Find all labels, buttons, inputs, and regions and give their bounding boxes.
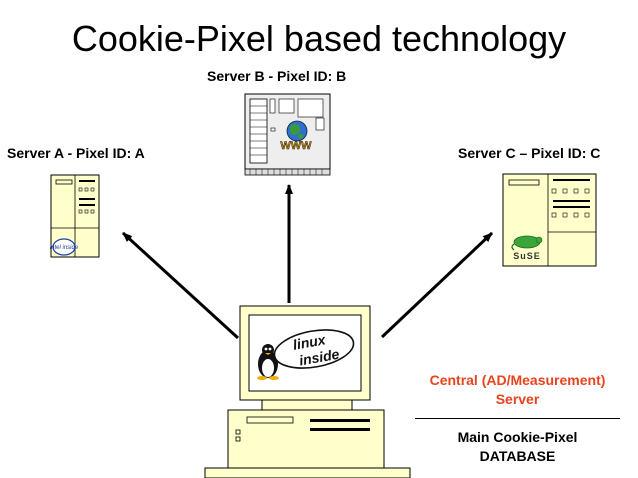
suse-label: SuSE	[513, 251, 541, 261]
separator-line	[415, 418, 620, 419]
globe-icon	[286, 120, 308, 142]
database-line1: Main Cookie-Pixel	[457, 429, 578, 445]
svg-text:inside: inside	[298, 346, 341, 369]
arrow-to-server-a	[121, 231, 240, 340]
linux-inside-sticker-icon: linux inside	[273, 329, 355, 369]
central-server-line1: Central (AD/Measurement)	[429, 372, 606, 388]
server-b-label: Server B - Pixel ID: B	[207, 68, 347, 84]
database-line2: DATABASE	[479, 448, 556, 464]
central-server-line2: Server	[495, 391, 540, 407]
server-a: intel inside	[50, 174, 100, 258]
database-label: Main Cookie-Pixel DATABASE	[410, 428, 625, 466]
central-server-label: Central (AD/Measurement) Server	[410, 371, 625, 409]
svg-text:linux: linux	[292, 331, 328, 353]
central-computer: linux inside	[204, 305, 411, 478]
server-b: WWW	[244, 93, 331, 176]
server-c-label: Server C – Pixel ID: C	[458, 145, 601, 161]
arrow-to-server-c	[380, 231, 494, 339]
tux-penguin-icon	[257, 344, 279, 380]
page-title: Cookie-Pixel based technology	[71, 18, 567, 59]
server-c: SuSE	[502, 173, 597, 267]
suse-chameleon-icon	[511, 235, 543, 251]
intel-badge-icon: intel inside	[50, 238, 79, 256]
server-a-label: Server A - Pixel ID: A	[7, 145, 145, 161]
svg-text:intel inside: intel inside	[50, 245, 79, 251]
www-badge-icon: WWW	[280, 140, 312, 152]
